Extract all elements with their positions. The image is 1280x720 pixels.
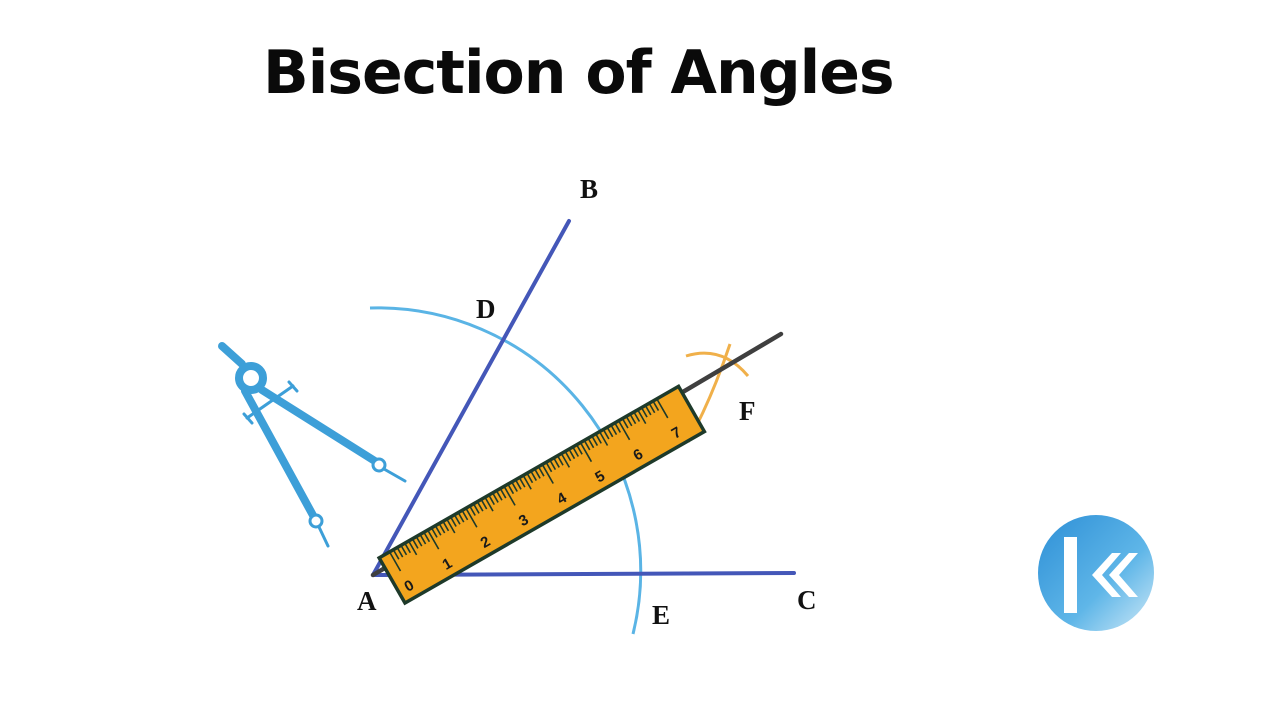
arc-de <box>369 306 643 635</box>
label-point-b: B <box>580 174 598 204</box>
ruler-tick <box>411 538 419 549</box>
ruler-tick <box>610 424 618 436</box>
ruler-tick <box>617 420 631 441</box>
ruler-tick <box>472 503 480 514</box>
brand-logo-icon <box>1038 515 1154 631</box>
ruler-tick <box>587 437 595 449</box>
ruler-tick <box>491 492 499 503</box>
ruler-tick <box>533 468 541 479</box>
ruler-tick <box>579 442 593 463</box>
ruler-tick <box>545 461 553 473</box>
ruler-tick <box>629 413 637 425</box>
ruler-tick <box>648 402 656 414</box>
ruler-tick <box>400 544 408 556</box>
ruler-tick <box>541 464 554 484</box>
ruler-tick <box>396 547 404 558</box>
ruler-tick <box>537 466 545 477</box>
ruler-ticks <box>388 398 669 572</box>
ruler-tick <box>518 477 526 488</box>
ruler-tick <box>549 459 557 471</box>
ruler-tick <box>595 433 602 444</box>
ruler-tick <box>633 411 641 422</box>
ruler-tick <box>556 455 564 466</box>
ruler-tick <box>568 448 576 460</box>
page-title: Bisection of Angles <box>263 38 895 108</box>
label-point-c: C <box>797 585 817 615</box>
ruler-tick <box>511 481 518 492</box>
ruler-tick <box>572 446 580 457</box>
ruler-tick <box>598 431 609 446</box>
label-point-d: D <box>476 294 496 324</box>
ruler-tick <box>583 439 591 451</box>
ruler-tick <box>507 483 515 495</box>
ruler-tick <box>430 527 438 538</box>
ruler-tick <box>404 542 412 554</box>
ruler-tick <box>415 536 423 547</box>
ruler-tick <box>495 490 503 501</box>
ruler-tick <box>461 509 469 521</box>
ruler-tick <box>442 520 450 532</box>
ruler-tick <box>388 551 402 572</box>
label-point-a: A <box>357 586 377 616</box>
ruler-tick <box>392 549 400 560</box>
ruler-tick <box>656 398 669 419</box>
ruler-tick <box>560 453 571 468</box>
ruler-tick <box>488 494 496 506</box>
ruler-tick <box>575 444 583 455</box>
label-point-e: E <box>652 600 670 630</box>
ruler-tick <box>434 525 442 536</box>
ruler-tick <box>625 415 633 427</box>
ruler-tick <box>526 472 534 484</box>
ruler-tick <box>469 505 476 516</box>
ruler-tick <box>438 523 446 534</box>
ruler-tick <box>407 540 418 556</box>
ruler-tick <box>419 534 427 545</box>
label-point-f: F <box>739 396 756 426</box>
ruler-tick <box>602 429 610 440</box>
ruler-tick <box>553 457 560 468</box>
construction-arc-upper <box>685 351 750 377</box>
ruler-tick <box>522 474 532 490</box>
ruler-tick <box>644 405 652 416</box>
ruler-tick <box>614 422 622 433</box>
ruler-body <box>376 384 707 606</box>
ruler-tick <box>476 501 484 512</box>
ruler-tick <box>640 407 648 418</box>
ruler-tick <box>480 499 488 510</box>
ruler-tick <box>652 400 660 411</box>
compass-icon <box>218 342 407 548</box>
ruler-tick <box>591 435 599 446</box>
ruler-tick <box>446 518 456 534</box>
ruler-tick <box>453 514 461 525</box>
ruler-tick <box>503 485 516 506</box>
ruler-tick <box>465 507 478 528</box>
ruler-tick <box>449 516 457 527</box>
ruler-tick <box>637 409 647 425</box>
ruler-tick <box>514 479 522 490</box>
ruler-tick <box>427 529 440 550</box>
ruler-tick <box>606 426 614 438</box>
ruler-tick <box>621 418 629 429</box>
ruler: 0 1 2 3 4 5 6 7 <box>376 384 707 606</box>
ruler-tick <box>457 512 465 523</box>
ruler-tick <box>530 470 538 481</box>
ray-ab <box>371 219 571 577</box>
ruler-tick <box>484 496 494 512</box>
ruler-tick <box>499 488 507 499</box>
ruler-tick <box>423 531 431 543</box>
ruler-tick <box>564 450 572 462</box>
